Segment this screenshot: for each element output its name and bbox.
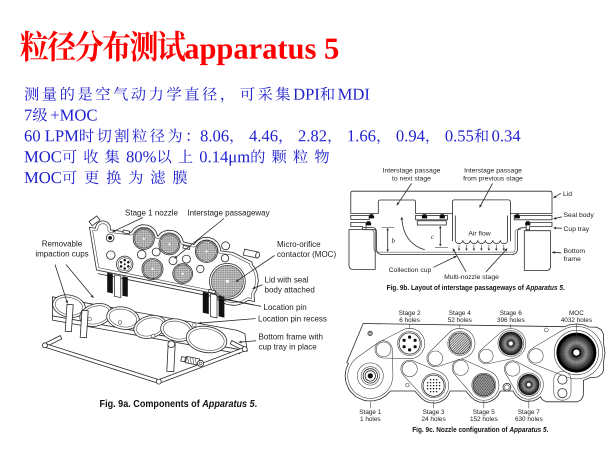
- label-interstage-passageway: Interstage passageway: [187, 208, 269, 217]
- fig9c-caption-italic: Apparatus 5: [509, 424, 547, 434]
- label-dim-c: c: [431, 233, 435, 241]
- label-seal-body: Seal body: [564, 212, 595, 219]
- fig9b-caption-italic: Apparatus 5: [525, 282, 563, 292]
- label-location-pin: Location pin: [264, 303, 307, 312]
- label-cup-tray: Cup tray: [564, 226, 590, 233]
- label-stage1-nozzle: Stage 1 nozzle: [125, 208, 178, 217]
- label-stage-top-3-holes: 4032 holes: [561, 317, 592, 324]
- fig9a-caption-suffix: .: [254, 398, 258, 410]
- label-stage-top-1-name: Stage 4: [449, 310, 471, 317]
- label-lid-seal-line1: Lid with seal: [265, 276, 309, 285]
- figure-labels: Stage 1 nozzle Interstage passageway Rem…: [35, 167, 594, 423]
- label-air-flow: Air flow: [468, 230, 490, 237]
- label-bottom-frame-line2: cup tray in place: [259, 342, 318, 351]
- fig9a-drawing: [42, 215, 275, 385]
- fig9b-drawing: [348, 183, 562, 273]
- fig9b-caption: Fig. 9b. Layout of interstage passageway…: [386, 282, 565, 292]
- slide-body-glyphs: [24, 86, 521, 185]
- fig9b-caption-text: Fig. 9b. Layout of interstage passageway…: [386, 282, 526, 292]
- label-stage-bottom-3-holes: 630 holes: [515, 416, 543, 423]
- label-stage-bottom-2-holes: 152 holes: [470, 416, 498, 423]
- label-stage-bottom-3-name: Stage 7: [518, 409, 540, 416]
- fig9c-caption-text: Fig. 9c. Nozzle configuration of: [412, 424, 510, 434]
- label-lid: Lid: [563, 191, 572, 198]
- label-passage-next-line2: to next stage: [392, 175, 431, 182]
- label-passage-next-line1: Interstage passage: [383, 167, 441, 174]
- label-collection-cup: Collection cup: [389, 267, 432, 274]
- label-passage-prev-line2: from previous stage: [463, 175, 523, 182]
- fig9a-caption-italic: Apparatus 5: [202, 398, 255, 410]
- fig9c-drawing: [344, 323, 606, 409]
- label-stage-top-2-holes: 396 holes: [497, 317, 525, 324]
- label-bottom-frame-9b-line1: Bottom: [564, 248, 586, 255]
- label-multi-nozzle-stage: Multi-nozzle stage: [444, 274, 499, 281]
- label-stage-top-1-holes: 52 holes: [448, 317, 472, 324]
- slide-title-glyphs: [20, 30, 339, 66]
- label-removable-cups-line2: impaction cups: [35, 250, 88, 259]
- label-moc-line2: contactor (MOC): [277, 250, 336, 259]
- label-stage-top-0-holes: 6 holes: [399, 317, 420, 324]
- label-stage-top-2-name: Stage 6: [500, 310, 522, 317]
- label-location-pin-recess: Location pin recess: [258, 315, 327, 324]
- label-removable-cups-line1: Removable: [42, 240, 83, 249]
- label-stage-top-0-name: Stage 2: [399, 310, 421, 317]
- label-passage-prev-line1: Interstage passage: [464, 167, 522, 174]
- fig9b-caption-suffix: .: [562, 282, 565, 292]
- label-stage-bottom-1-holes: 24 holes: [422, 416, 446, 423]
- label-stage-bottom-0-holes: 1 holes: [360, 416, 381, 423]
- label-bottom-frame-9b-line2: frame: [564, 256, 582, 263]
- fig9a-caption: Fig. 9a. Components of Apparatus 5.: [99, 398, 258, 410]
- label-lid-seal-line2: body attached: [265, 285, 315, 294]
- label-dim-b: b: [392, 237, 396, 245]
- fig9c-caption-suffix: .: [546, 424, 549, 434]
- fig9a-caption-text: Fig. 9a. Components of: [99, 398, 203, 410]
- label-moc-line1: Micro-orifice: [277, 240, 321, 249]
- label-stage-bottom-2-name: Stage 5: [473, 409, 495, 416]
- label-bottom-frame-line1: Bottom frame with: [259, 332, 323, 341]
- label-stage-top-3-name: MOC: [569, 310, 584, 317]
- fig9c-caption: Fig. 9c. Nozzle configuration of Apparat…: [412, 424, 548, 434]
- label-stage-bottom-1-name: Stage 3: [423, 409, 445, 416]
- label-stage-bottom-0-name: Stage 1: [359, 409, 381, 416]
